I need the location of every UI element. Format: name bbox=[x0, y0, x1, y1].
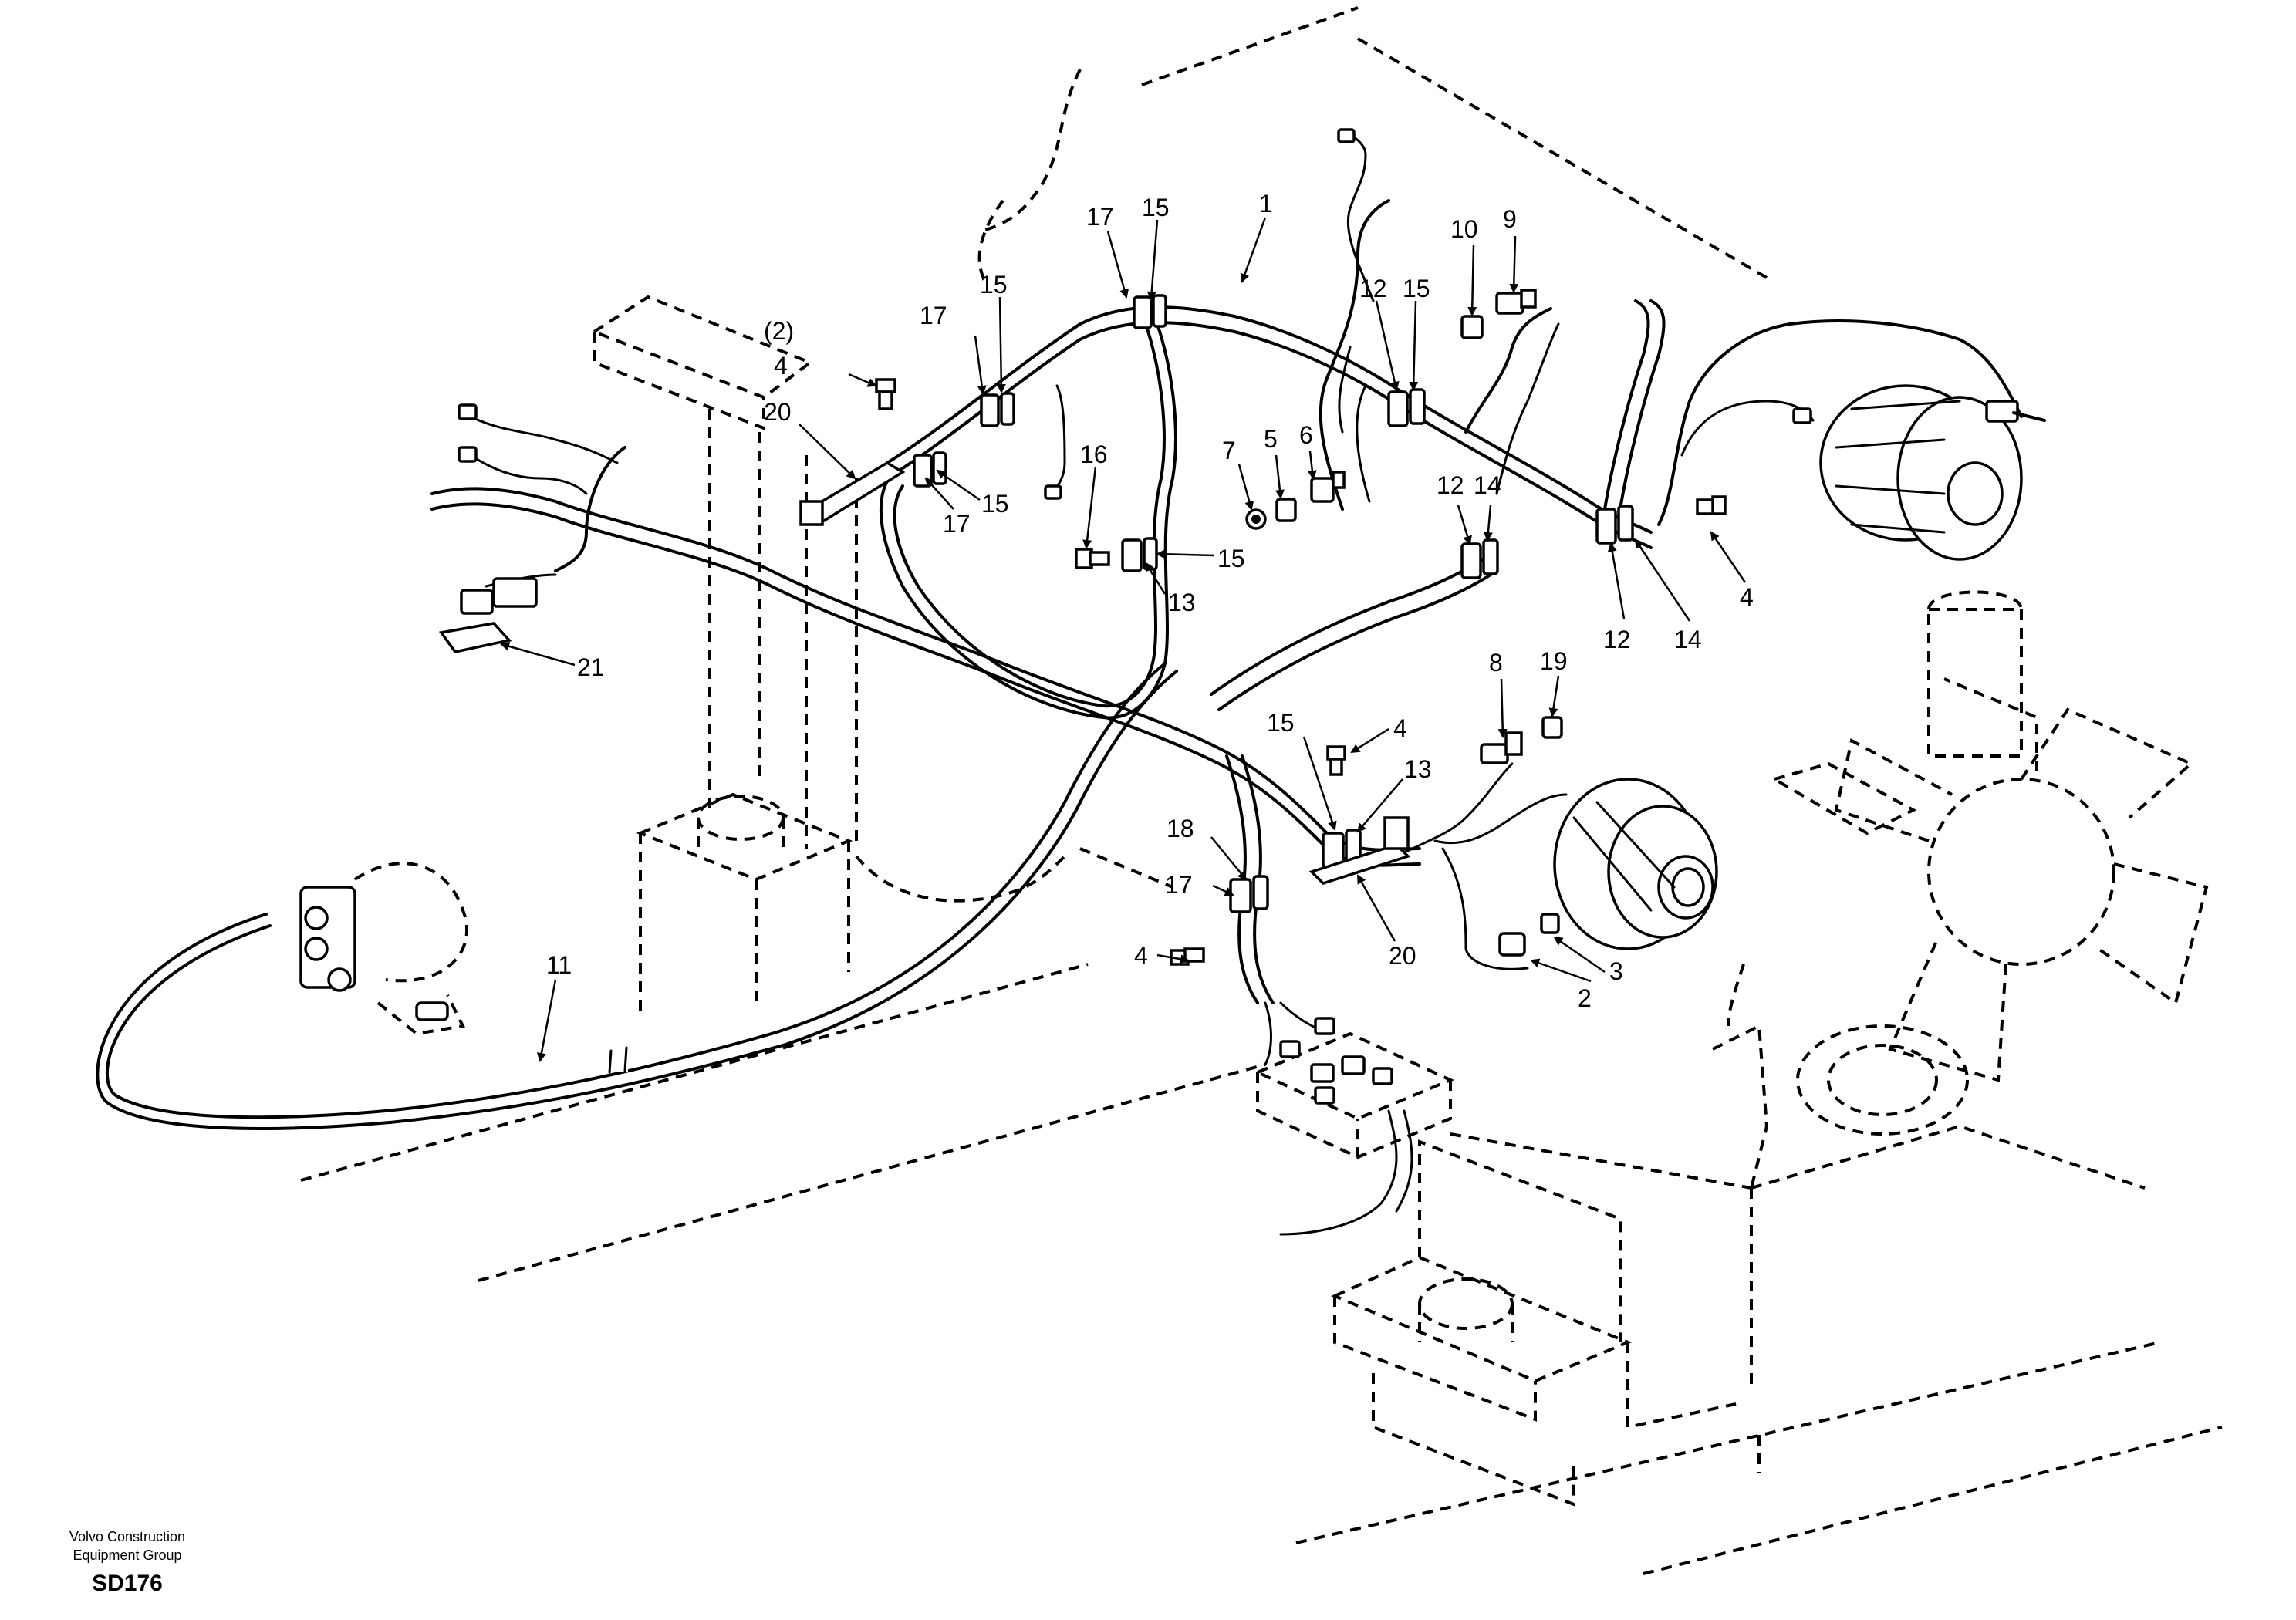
starter-motor bbox=[1819, 384, 2046, 561]
component-parts bbox=[299, 128, 2046, 1160]
callout-10: 10 bbox=[1450, 215, 1478, 243]
callout-15: 15 bbox=[1267, 709, 1295, 737]
callout-4: 4 bbox=[1393, 714, 1407, 742]
solenoid bbox=[299, 862, 468, 1036]
callout-17: 17 bbox=[920, 302, 947, 329]
sender bbox=[1275, 498, 1297, 522]
callout-5: 5 bbox=[1264, 425, 1278, 453]
bracket bbox=[1308, 843, 1411, 885]
callout-15: 15 bbox=[1403, 275, 1430, 302]
callout-13: 13 bbox=[1404, 755, 1432, 783]
callout-9: 9 bbox=[1503, 205, 1517, 233]
callout-labels: 1 2 3 (2) 4 4 4 4 5 6 7 8 9 10 11 12 12 … bbox=[546, 190, 1754, 1012]
callout-4: 4 bbox=[1134, 942, 1148, 970]
callout-15: 15 bbox=[980, 271, 1008, 299]
callout-18: 18 bbox=[1167, 815, 1194, 842]
callout-12: 12 bbox=[1437, 471, 1464, 499]
main-harness bbox=[96, 133, 2023, 1236]
sender bbox=[1480, 743, 1509, 764]
company-name-line1: Volvo Construction bbox=[69, 1529, 186, 1544]
callout-20: 20 bbox=[1389, 942, 1416, 970]
drawing-code: SD176 bbox=[92, 1571, 163, 1596]
callout-2: 2 bbox=[1578, 984, 1592, 1012]
callout-14: 14 bbox=[1674, 626, 1702, 653]
callout-7: 7 bbox=[1222, 437, 1236, 464]
sender bbox=[1460, 315, 1484, 339]
callout-leaders bbox=[500, 217, 1747, 1062]
callout-15: 15 bbox=[1217, 545, 1245, 572]
callout-8: 8 bbox=[1489, 649, 1503, 677]
sender bbox=[1540, 913, 1560, 934]
company-name: Volvo Construction Equipment Group bbox=[39, 1527, 216, 1564]
callout-11: 11 bbox=[546, 951, 572, 979]
callout-3: 3 bbox=[1609, 957, 1623, 985]
alternator bbox=[1553, 778, 1718, 950]
callout-21: 21 bbox=[577, 653, 605, 681]
company-name-line2: Equipment Group bbox=[73, 1547, 182, 1563]
callout-12: 12 bbox=[1359, 275, 1387, 302]
left-connector bbox=[438, 577, 538, 653]
callout-14: 14 bbox=[1474, 471, 1501, 499]
callout-17: 17 bbox=[1165, 871, 1193, 899]
callout-4: 4 bbox=[1740, 583, 1754, 611]
sender bbox=[1310, 477, 1335, 503]
callout-13: 13 bbox=[1168, 589, 1196, 616]
callout-4-qty: (2) bbox=[764, 317, 794, 345]
callout-4: 4 bbox=[774, 352, 788, 380]
callout-16: 16 bbox=[1080, 440, 1108, 468]
connector-block bbox=[1254, 1017, 1454, 1160]
callout-15: 15 bbox=[981, 490, 1009, 518]
callout-17: 17 bbox=[943, 510, 971, 538]
callout-19: 19 bbox=[1540, 647, 1568, 675]
sender bbox=[1498, 932, 1526, 957]
callout-6: 6 bbox=[1299, 421, 1313, 449]
callout-20: 20 bbox=[764, 398, 792, 426]
sender bbox=[1495, 292, 1524, 315]
sender bbox=[1541, 716, 1563, 739]
callout-12: 12 bbox=[1603, 626, 1631, 653]
callout-15: 15 bbox=[1142, 194, 1170, 221]
harness-clip bbox=[913, 294, 1634, 913]
callout-17: 17 bbox=[1086, 203, 1114, 231]
callout-1: 1 bbox=[1259, 190, 1273, 218]
